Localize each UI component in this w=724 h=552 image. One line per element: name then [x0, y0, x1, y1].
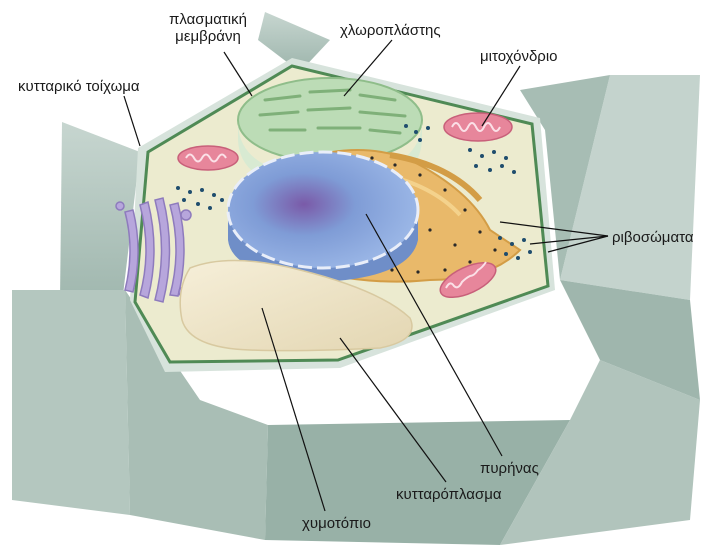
label-cell-wall: κυτταρικό τοίχωμα — [18, 78, 140, 95]
label-chloroplast: χλωροπλάστης — [340, 22, 441, 39]
leader-membrane — [224, 52, 252, 96]
label-ribosomes: ριβοσώματα — [612, 229, 694, 246]
label-mitochondrion: μιτοχόνδριο — [480, 48, 558, 65]
mitochondrion-top — [444, 113, 512, 141]
label-plasma-membrane: πλασματική μεμβράνη — [148, 11, 268, 45]
label-cytoplasm: κυτταρόπλασμα — [396, 486, 502, 503]
mitochondrion-left — [178, 146, 238, 170]
label-plasma-membrane-line2: μεμβράνη — [148, 28, 268, 45]
label-plasma-membrane-line1: πλασματική — [148, 11, 268, 28]
leader-wall — [124, 96, 140, 146]
label-vacuole: χυμοτόπιο — [302, 515, 371, 532]
label-nucleus: πυρήνας — [480, 460, 539, 477]
